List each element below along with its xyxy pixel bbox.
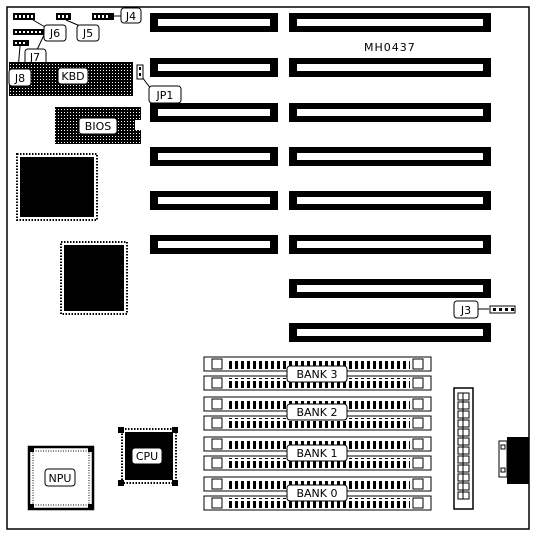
- bios-label-box: [78, 117, 118, 135]
- j7-text: J7: [29, 51, 40, 64]
- bios-label: BIOS: [85, 120, 111, 133]
- jumper-jp1-pins: [136, 64, 144, 80]
- bank-1-label: BANK 1: [286, 444, 348, 462]
- isa-slot-right-4: [289, 147, 491, 166]
- header-j8-pins: [13, 40, 29, 46]
- isa-slots-left: [150, 13, 278, 254]
- isa-slot-left-6: [150, 235, 278, 254]
- kbd-label-box: [57, 67, 89, 85]
- simm-socket-8: [203, 495, 432, 511]
- isa-slot-right-1: [289, 13, 491, 32]
- board-id-label: MH0437: [364, 41, 416, 54]
- isa-slot-right-3: [289, 103, 491, 122]
- simm-socket-2: [203, 375, 432, 391]
- j6-text: J6: [49, 27, 60, 40]
- jp1-label: JP1: [148, 85, 182, 104]
- header-j6-pins: [13, 13, 35, 20]
- cpu-label: CPU: [136, 450, 158, 463]
- isa-slot-right-2: [289, 58, 491, 77]
- bios-notch: [135, 120, 142, 130]
- bank-2-label: BANK 2: [286, 403, 348, 421]
- cpu-chip: [118, 427, 178, 486]
- isa-slot-left-3: [150, 103, 278, 122]
- kbd-label: KBD: [61, 70, 84, 83]
- isa-slot-left-2: [150, 58, 278, 77]
- npu-label: NPU: [49, 472, 72, 485]
- isa-slot-left-1: [150, 13, 278, 32]
- j3-text: J3: [460, 304, 471, 317]
- bank-1-text: BANK 1: [296, 447, 337, 460]
- j5-text: J5: [82, 27, 93, 40]
- keyboard-din-jack: [498, 437, 529, 484]
- isa-slot-right-8: [289, 323, 491, 342]
- j6-label: J6: [43, 24, 67, 42]
- bank-3-label: BANK 3: [286, 365, 348, 383]
- j3-label: J3: [453, 300, 479, 319]
- isa-slot-left-4: [150, 147, 278, 166]
- bank-3-text: BANK 3: [296, 368, 337, 381]
- j4-text: J4: [125, 10, 136, 23]
- cpu-label-box: [131, 447, 163, 465]
- power-connector: [453, 387, 474, 510]
- header-j3-pins: [489, 305, 516, 314]
- j8-text: J8: [14, 72, 25, 85]
- j4-label: J4: [120, 7, 142, 24]
- npu-label-box: [44, 468, 76, 487]
- board-outline: [6, 6, 530, 530]
- isa-slot-left-5: [150, 191, 278, 210]
- header-j4-pins: [92, 13, 114, 20]
- jp1-text: JP1: [156, 89, 174, 102]
- isa-slots-right: [289, 13, 491, 342]
- header-j7-pins: [13, 29, 46, 35]
- bank-0-label: BANK 0: [286, 484, 348, 502]
- bank-2-text: BANK 2: [296, 406, 337, 419]
- simm-socket-6: [203, 455, 432, 471]
- isa-slot-right-5: [289, 191, 491, 210]
- chipset-ic-lower: [60, 241, 128, 315]
- j8-label: J8: [8, 68, 32, 87]
- bank-0-text: BANK 0: [296, 487, 337, 500]
- simm-socket-7: [203, 476, 432, 492]
- chipset-ic-upper: [16, 153, 98, 221]
- isa-slot-right-7: [289, 279, 491, 298]
- simm-socket-1: [203, 356, 432, 372]
- isa-slot-right-6: [289, 235, 491, 254]
- j5-label: J5: [76, 24, 100, 42]
- header-j5-pins: [56, 13, 71, 20]
